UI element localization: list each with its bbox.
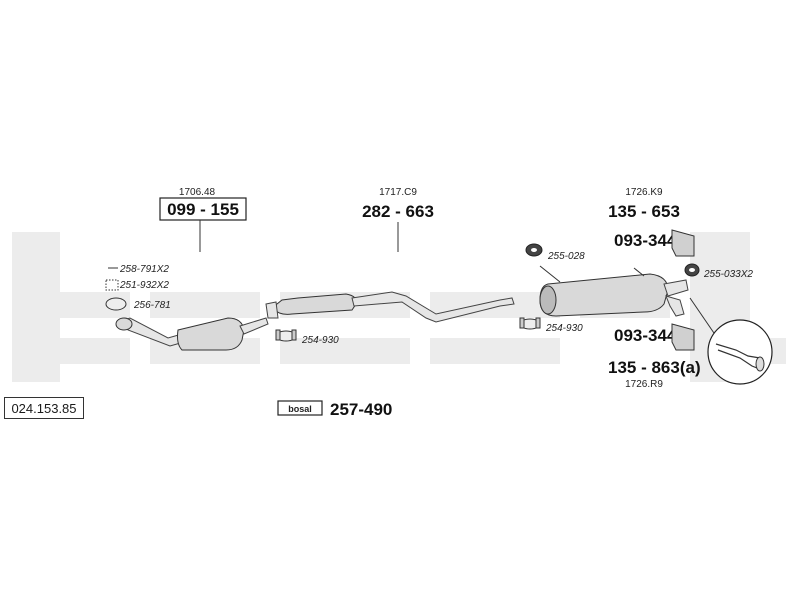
detail-leader-line — [689, 297, 717, 337]
kit-part-number[interactable]: 257-490 — [330, 400, 392, 419]
rubber-mount-lower-icon — [671, 323, 695, 351]
part-number-box — [159, 197, 247, 221]
mount-upper-number[interactable]: 093-344 — [614, 231, 677, 250]
section-ref-2: 1717.C9 — [379, 187, 417, 198]
section-part-number-1[interactable]: 099 - 155 — [167, 200, 239, 219]
middle-pipe-part — [265, 291, 515, 323]
rubber-mount-icon — [671, 229, 695, 257]
tailpipe-detail-part — [715, 343, 765, 372]
callout-spring-bolt[interactable]: 258-791X2 — [119, 264, 169, 275]
section-ref-1: 1706.48 — [179, 187, 216, 198]
callout-rubber-ring[interactable]: 255-028 — [547, 251, 585, 262]
watermark — [12, 232, 786, 382]
clamp-icon — [275, 329, 297, 342]
rubber-ring-hole — [531, 248, 537, 252]
callout-rubber-mount-rear[interactable]: 255-033X2 — [703, 269, 753, 280]
section-part-number-3[interactable]: 135 - 653 — [608, 202, 680, 221]
clamp-rear-icon — [519, 317, 541, 330]
section-ref-4: 1726.R9 — [625, 379, 663, 390]
section-part-number-4[interactable]: 135 - 863(a) — [608, 358, 701, 377]
callout-spring[interactable]: 251-932X2 — [119, 280, 169, 291]
mount-lower-number[interactable]: 093-344 — [614, 326, 677, 345]
rear-silencer-part — [539, 265, 689, 317]
callout-gasket-front[interactable]: 256-781 — [133, 300, 171, 311]
callout-clamp-rear[interactable]: 254-930 — [545, 323, 583, 334]
rubber-mount-rear-hole — [689, 268, 695, 272]
catalyst-part — [115, 317, 269, 351]
diagram-code-box: 024.153.85 — [4, 397, 84, 419]
section-part-number-2[interactable]: 282 - 663 — [362, 202, 434, 221]
gasket-icon — [105, 297, 127, 311]
kit-brand-label: bosal — [288, 404, 312, 414]
spring-icon — [105, 279, 119, 291]
bosal-logo-icon — [277, 400, 323, 416]
section-ref-3: 1726.K9 — [625, 187, 663, 198]
callout-clamp-mid[interactable]: 254-930 — [301, 335, 339, 346]
